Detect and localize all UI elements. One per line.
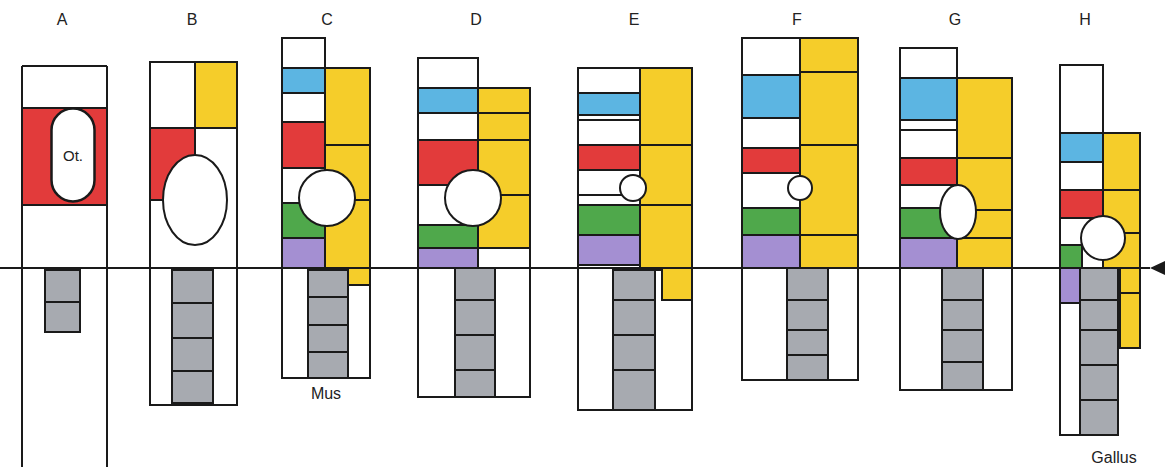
node-label: Ot.: [63, 148, 83, 163]
otic-vesicle: Ot.: [50, 107, 96, 203]
panel-letter: H: [1079, 12, 1091, 28]
panel-letter: E: [629, 12, 640, 28]
panel-letter: D: [470, 12, 482, 28]
panel-letter: F: [792, 12, 802, 28]
panel-letter: A: [57, 12, 68, 28]
panel-letter: C: [321, 12, 333, 28]
species-label: Mus: [311, 386, 341, 402]
panel-letter: B: [187, 12, 198, 28]
species-label: Gallus: [1091, 450, 1136, 466]
panel-letter: G: [949, 12, 961, 28]
